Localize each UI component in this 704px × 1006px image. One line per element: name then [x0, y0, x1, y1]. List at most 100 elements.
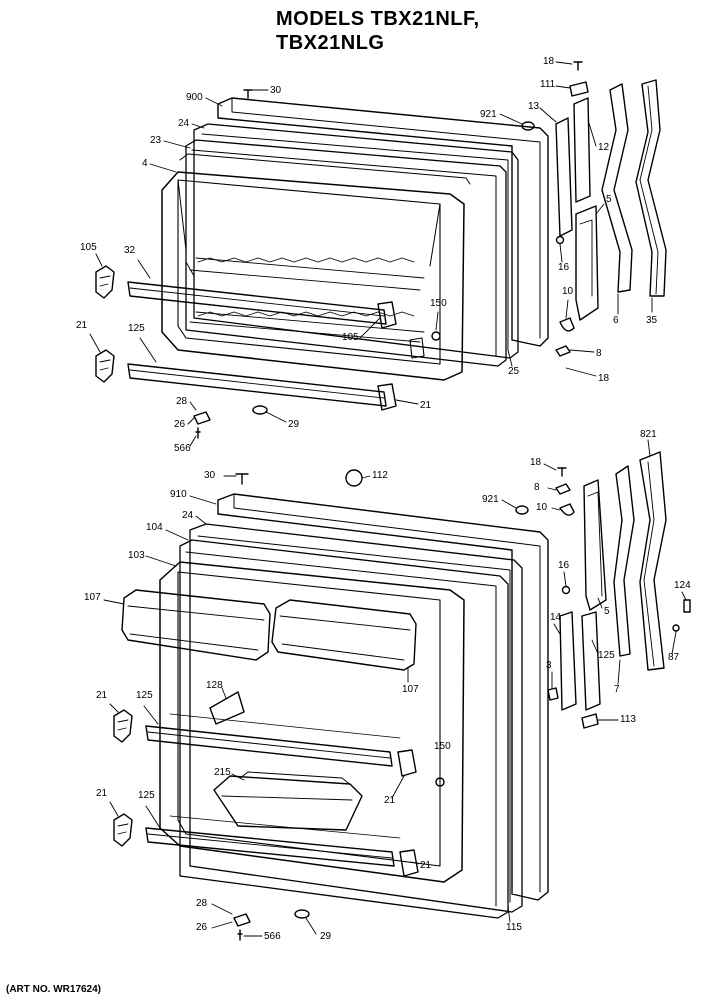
callout-label-21: 21: [420, 400, 432, 411]
fresh-food-plate-26: [233, 913, 251, 927]
callout-label-21: 21: [96, 690, 108, 701]
fresh-food-shelf-bar-1: [145, 725, 393, 767]
fresh-food-button-112: [345, 469, 363, 487]
callout-label-5: 5: [604, 606, 610, 617]
callout-leader-10: [551, 507, 561, 511]
callout-label-150: 150: [434, 741, 451, 752]
callout-leader-29: [265, 411, 287, 423]
callout-label-125: 125: [598, 650, 615, 661]
callout-label-105: 105: [342, 332, 359, 343]
callout-leader-24: [191, 123, 205, 129]
callout-label-921: 921: [480, 109, 497, 120]
callout-leader-910: [189, 495, 217, 505]
fresh-food-door-gasket: [189, 523, 523, 913]
fresh-food-door-liner: [159, 561, 465, 883]
freezer-hinge-bar: [573, 97, 591, 203]
fresh-food-washer-29: [294, 909, 310, 919]
fresh-food-clip-8: [555, 483, 571, 495]
callout-label-113: 113: [620, 714, 636, 725]
callout-leader-900: [205, 97, 223, 107]
freezer-clip-8: [555, 345, 571, 357]
callout-label-18: 18: [530, 457, 542, 468]
callout-leader-25: [507, 349, 513, 367]
callout-leader-125: [143, 705, 159, 725]
callout-leader-28: [189, 401, 197, 411]
callout-label-5: 5: [606, 194, 612, 205]
callout-label-29: 29: [288, 419, 300, 430]
callout-leader-125: [591, 639, 599, 655]
callout-label-35: 35: [646, 315, 658, 326]
freezer-screw-30: [243, 89, 253, 99]
callout-leader-105: [359, 317, 381, 339]
fresh-food-end-cap-1: [113, 709, 133, 743]
callout-label-112: 112: [372, 470, 388, 481]
callout-leader-16: [559, 243, 563, 263]
fresh-food-door-assembly: [113, 451, 691, 941]
callout-leader-21: [109, 703, 119, 713]
callout-label-12: 12: [598, 142, 610, 153]
callout-label-21: 21: [96, 788, 108, 799]
freezer-door-liner: [161, 171, 465, 381]
callout-label-21: 21: [384, 795, 396, 806]
freezer-shelf-end-cap-upper: [95, 265, 115, 299]
fresh-food-bar-bracket-1: [397, 749, 417, 777]
freezer-bushing-16: [555, 235, 565, 245]
fresh-food-bar-bracket-2: [399, 849, 419, 877]
fresh-food-screw-124: [683, 599, 691, 613]
callout-label-28: 28: [196, 898, 208, 909]
callout-label-23: 23: [150, 135, 162, 146]
callout-label-111: 111: [540, 79, 556, 90]
fresh-food-strip-14: [559, 611, 577, 711]
fresh-food-plug-921: [515, 505, 529, 515]
callout-leader-150: [435, 311, 439, 331]
callout-leader-107: [103, 599, 125, 605]
callout-leader-124: [681, 591, 687, 601]
callout-leader-21: [89, 333, 101, 353]
callout-leader-115: [507, 905, 511, 923]
callout-label-30: 30: [204, 470, 216, 481]
callout-label-30: 30: [270, 85, 282, 96]
callout-label-3: 3: [546, 660, 552, 671]
callout-label-566: 566: [174, 443, 191, 454]
callout-label-18: 18: [598, 373, 610, 384]
callout-leader-105: [95, 253, 103, 267]
callout-label-14: 14: [550, 612, 562, 623]
callout-leader-8: [569, 349, 595, 353]
callout-label-10: 10: [562, 286, 574, 297]
callout-leader-21: [109, 801, 119, 817]
callout-leader-lines: [89, 61, 687, 937]
fresh-food-strip-125: [581, 611, 601, 711]
callout-leader-24: [195, 515, 207, 525]
callout-label-32: 32: [124, 245, 136, 256]
callout-leader-8: [547, 487, 557, 491]
fresh-food-cam-10: [559, 503, 575, 516]
freezer-plate-26: [193, 411, 211, 425]
callout-label-16: 16: [558, 262, 570, 273]
freezer-screw-566: [195, 427, 201, 439]
fresh-food-bracket-128: [209, 691, 245, 725]
freezer-bar-bracket-upper: [377, 301, 397, 329]
callout-leader-18: [543, 463, 557, 471]
callout-label-125: 125: [128, 323, 145, 334]
fresh-food-compartment-right: [271, 599, 417, 671]
callout-label-128: 128: [206, 680, 223, 691]
freezer-door-gasket: [193, 123, 519, 359]
callout-leader-16: [563, 571, 567, 587]
callout-leader-111: [555, 85, 571, 89]
callout-label-105: 105: [80, 242, 97, 253]
fresh-food-screw-566: [237, 929, 243, 941]
callout-leader-5: [595, 203, 605, 215]
fresh-food-hinge-bracket: [583, 479, 607, 611]
freezer-door-stop: [555, 117, 573, 237]
freezer-door-assembly: [95, 61, 667, 439]
callout-label-6: 6: [613, 315, 619, 326]
callout-label-29: 29: [320, 931, 332, 942]
callout-label-18: 18: [543, 56, 555, 67]
callout-leader-125: [145, 805, 161, 829]
callout-label-104: 104: [146, 522, 163, 533]
callout-label-10: 10: [536, 502, 548, 513]
callout-leader-21: [395, 399, 419, 405]
fresh-food-handle-821: [639, 451, 667, 671]
